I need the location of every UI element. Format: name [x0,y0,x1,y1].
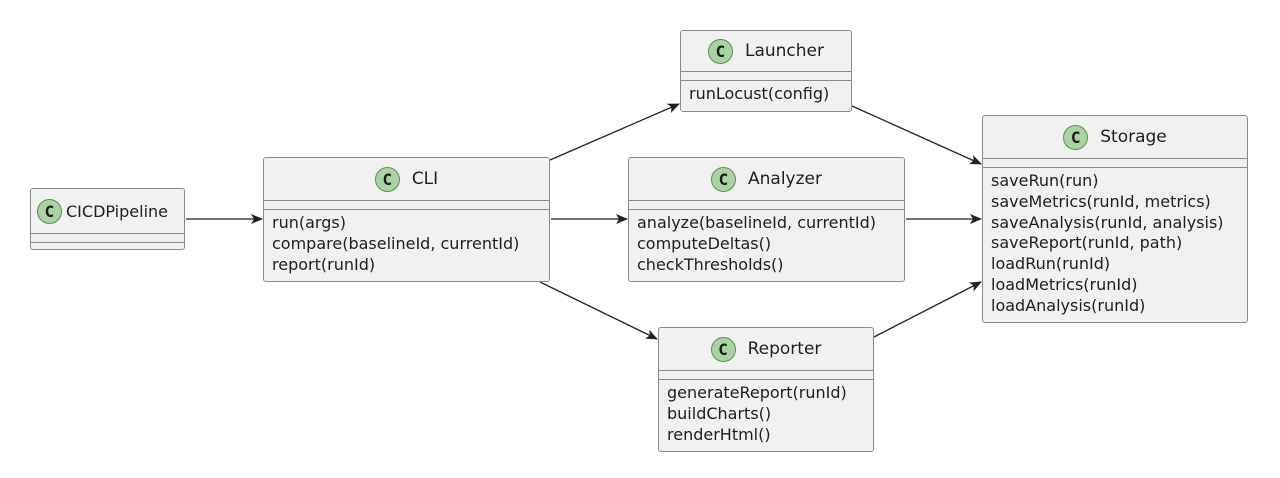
class-name: Storage [1100,127,1167,147]
method: compare(baselineId, currentId) [272,233,520,253]
arrow-reporter-to-storage [873,281,982,338]
class-analyzer: C Analyzer analyze(baselineId, currentId… [628,157,905,282]
method: saveRun(run) [991,171,1099,190]
methods-compartment: saveRun(run) saveMetrics(runId, metrics)… [983,168,1247,321]
class-header: C Storage [983,116,1247,158]
method: computeDeltas() [637,233,772,253]
class-header: C Reporter [659,328,873,370]
divider [983,158,1247,159]
method: checkThresholds() [637,254,784,274]
class-badge-icon: C [37,198,62,224]
divider [681,80,851,81]
method: buildCharts() [667,403,772,423]
class-name: CLI [411,169,439,189]
class-badge-icon: C [711,166,736,192]
method: report(runId) [272,254,376,274]
method: saveAnalysis(runId, analysis) [991,212,1224,232]
divider [659,370,873,371]
class-badge-icon: C [374,166,400,192]
method: generateReport(runId) [667,383,847,402]
divider [659,379,873,380]
method: runLocust(config) [689,84,830,103]
class-reporter: C Reporter generateReport(runId) buildCh… [658,327,874,452]
arrow-cli-to-launcher [549,103,680,161]
fields-compartment [983,159,1247,167]
fields-compartment [629,201,904,209]
methods-compartment: generateReport(runId) buildCharts() rend… [659,380,873,449]
fields-compartment [31,234,184,242]
class-header: C Launcher [681,31,851,71]
methods-compartment: analyze(baselineId, currentId) computeDe… [629,210,904,279]
class-cli: C CLI run(args) compare(baselineId, curr… [263,157,550,282]
method: renderHtml() [667,424,771,444]
divider [629,200,904,201]
class-cicdpipeline: C CICDPipeline [30,188,185,250]
fields-compartment [659,371,873,379]
methods-compartment: run(args) compare(baselineId, currentId)… [264,210,549,279]
class-badge-icon: C [1063,124,1089,150]
class-badge-icon: C [707,38,733,64]
divider [31,242,184,243]
method: saveMetrics(runId, metrics) [991,191,1211,211]
class-name: Analyzer [748,169,822,189]
class-name: CICDPipeline [66,201,168,221]
divider [629,209,904,210]
fields-compartment [681,72,851,80]
method: loadRun(runId) [991,254,1111,274]
class-header: C CICDPipeline [31,189,184,233]
method: loadMetrics(runId) [991,274,1138,294]
class-launcher: C Launcher runLocust(config) [680,30,852,112]
method: loadAnalysis(runId) [991,295,1146,315]
fields-compartment [264,201,549,209]
method: saveReport(runId, path) [991,233,1183,253]
method: run(args) [272,213,346,232]
class-name: Reporter [747,339,822,359]
divider [681,71,851,72]
class-storage: C Storage saveRun(run) saveMetrics(runId… [982,115,1248,323]
divider [264,209,549,210]
arrow-cli-to-reporter [539,281,658,340]
arrow-launcher-to-storage [851,105,982,165]
class-header: C CLI [264,158,549,200]
divider [31,233,184,234]
class-name: Launcher [744,41,824,61]
class-header: C Analyzer [629,158,904,200]
divider [264,200,549,201]
method: analyze(baselineId, currentId) [637,213,877,232]
methods-compartment: runLocust(config) [681,81,851,109]
class-badge-icon: C [710,336,736,362]
divider [983,167,1247,168]
